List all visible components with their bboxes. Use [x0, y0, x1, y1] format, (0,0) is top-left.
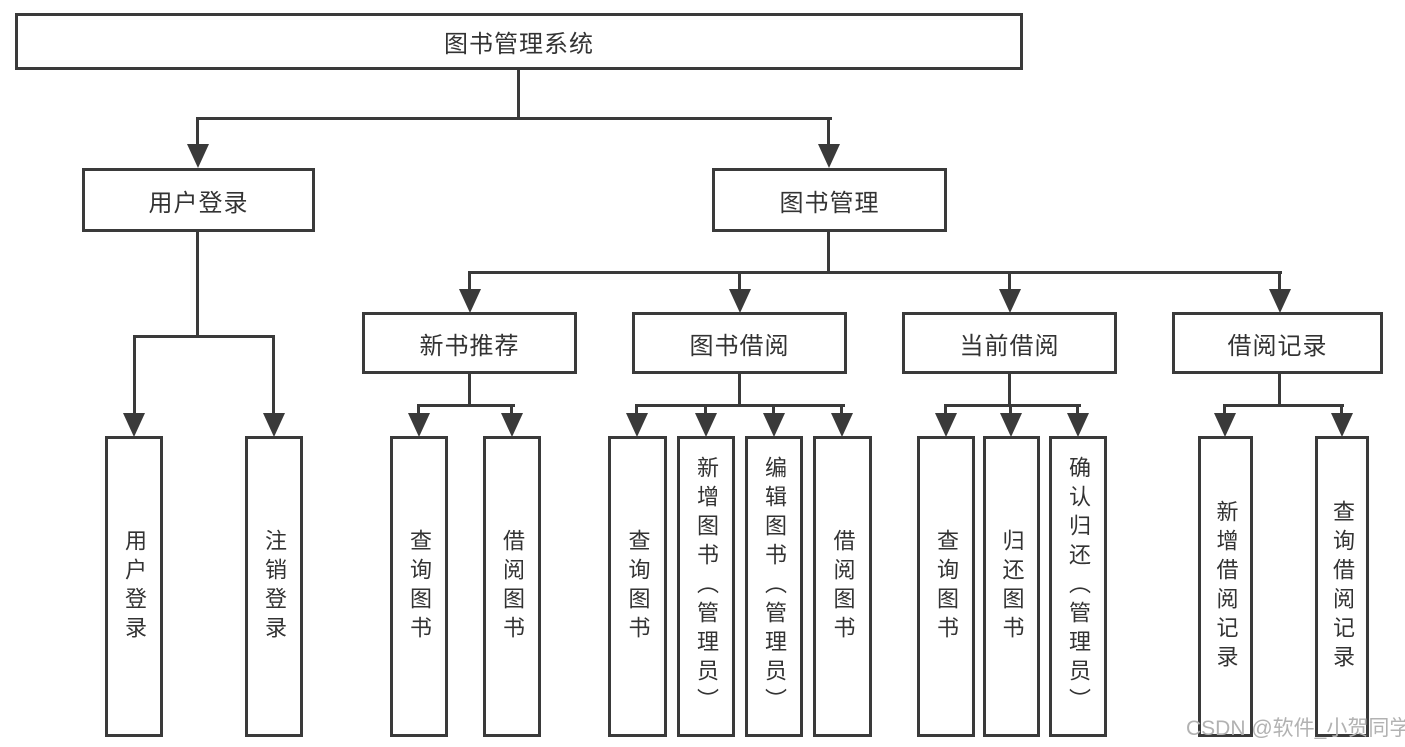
arrowhead-down-icon [1331, 413, 1353, 437]
arrowhead-down-icon [123, 413, 145, 437]
connector-line [468, 271, 1282, 274]
connector-line [1278, 373, 1281, 407]
node-label: 借阅图书 [500, 528, 525, 645]
arrowhead-down-icon [1067, 413, 1089, 437]
arrowhead-down-icon [263, 413, 285, 437]
arrowhead-down-icon [1269, 289, 1291, 313]
node-label: 查询图书 [625, 528, 651, 645]
connector-line [133, 335, 136, 415]
connector-line [133, 335, 275, 338]
node-leaf-logout: 注销登录 [245, 436, 303, 737]
arrowhead-down-icon [763, 413, 785, 437]
node-label: 查询图书 [934, 528, 959, 645]
node-leaf-borrow-books-1: 借阅图书 [483, 436, 541, 737]
node-label: 图书借阅 [689, 332, 790, 360]
node-leaf-query-books-2: 查询图书 [608, 436, 667, 737]
connector-line [772, 404, 775, 416]
connector-line [196, 230, 199, 337]
connector-line [272, 335, 275, 415]
connector-line [1223, 404, 1226, 416]
arrowhead-down-icon [729, 289, 751, 313]
node-label: 新增图书（管理员） [694, 456, 719, 717]
arrowhead-down-icon [459, 289, 481, 313]
node-leaf-edit-books-admin: 编辑图书（管理员） [745, 436, 803, 737]
node-leaf-borrow-books-2: 借阅图书 [813, 436, 872, 737]
node-leaf-return-books: 归还图书 [983, 436, 1040, 737]
connector-line [517, 68, 520, 120]
arrowhead-down-icon [1000, 413, 1022, 437]
connector-line [944, 404, 1081, 407]
connector-line [738, 271, 741, 293]
node-leaf-query-borrow-record: 查询借阅记录 [1315, 436, 1369, 737]
node-current-borrow: 当前借阅 [902, 312, 1117, 374]
node-leaf-user-login: 用户登录 [105, 436, 163, 737]
node-label: 编辑图书（管理员） [762, 456, 787, 717]
connector-line [510, 404, 513, 416]
node-label: 新增借阅记录 [1213, 499, 1239, 674]
arrowhead-down-icon [999, 289, 1021, 313]
connector-line [1008, 373, 1011, 407]
node-borrow-records: 借阅记录 [1172, 312, 1383, 374]
node-label: 查询借阅记录 [1330, 499, 1355, 674]
node-label: 新书推荐 [419, 332, 520, 360]
node-label: 图书管理 [779, 189, 880, 217]
node-label: 当前借阅 [959, 332, 1060, 360]
node-label: 用户登录 [122, 528, 147, 645]
node-leaf-add-books-admin: 新增图书（管理员） [677, 436, 735, 737]
connector-line [635, 404, 845, 407]
connector-line [468, 373, 471, 407]
connector-line [1009, 404, 1012, 416]
connector-line [1076, 404, 1079, 416]
arrowhead-down-icon [408, 413, 430, 437]
connector-line [196, 117, 199, 147]
node-label: 借阅图书 [830, 528, 856, 645]
connector-line [468, 271, 471, 293]
connector-line [1340, 404, 1343, 416]
connector-line [417, 404, 515, 407]
node-book-management: 图书管理 [712, 168, 947, 232]
node-leaf-query-books-1: 查询图书 [390, 436, 448, 737]
arrowhead-down-icon [695, 413, 717, 437]
arrowhead-down-icon [626, 413, 648, 437]
arrowhead-down-icon [1214, 413, 1236, 437]
arrowhead-down-icon [818, 144, 840, 168]
arrowhead-down-icon [935, 413, 957, 437]
node-book-borrow: 图书借阅 [632, 312, 847, 374]
arrowhead-down-icon [831, 413, 853, 437]
node-user-login: 用户登录 [82, 168, 315, 232]
connector-line [197, 117, 832, 120]
connector-line [1008, 271, 1011, 293]
connector-line [1278, 271, 1281, 293]
connector-line [417, 404, 420, 416]
connector-line [827, 117, 830, 147]
node-leaf-add-borrow-record: 新增借阅记录 [1198, 436, 1253, 737]
node-label: 注销登录 [262, 528, 287, 645]
csdn-watermark: CSDN @软件_小贺同学 [1186, 717, 1405, 740]
connector-line [704, 404, 707, 416]
connector-line [1223, 404, 1344, 407]
connector-line [827, 230, 830, 274]
connector-line [635, 404, 638, 416]
node-leaf-query-books-3: 查询图书 [917, 436, 975, 737]
arrowhead-down-icon [501, 413, 523, 437]
node-leaf-confirm-return-admin: 确认归还（管理员） [1049, 436, 1107, 737]
connector-line [738, 373, 741, 407]
node-label: 图书管理系统 [444, 31, 594, 58]
connector-line [944, 404, 947, 416]
node-label: 用户登录 [148, 189, 249, 217]
node-label: 借阅记录 [1227, 332, 1328, 360]
node-label: 确认归还（管理员） [1066, 456, 1091, 717]
node-new-book-recommend: 新书推荐 [362, 312, 577, 374]
arrowhead-down-icon [187, 144, 209, 168]
node-label: 归还图书 [999, 528, 1025, 645]
node-label: 查询图书 [407, 528, 432, 645]
node-root: 图书管理系统 [15, 13, 1023, 70]
connector-line [840, 404, 843, 416]
